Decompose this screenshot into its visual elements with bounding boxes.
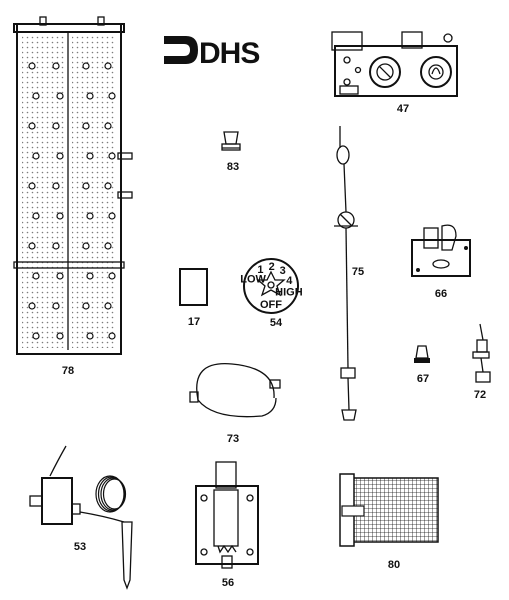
burner-hole — [56, 92, 64, 100]
burner-hole — [56, 212, 64, 220]
burner-holes — [28, 62, 116, 340]
part-73-wire — [189, 363, 281, 418]
coil-loop — [102, 478, 127, 510]
part-83-orifice — [221, 131, 241, 151]
burner-hole — [32, 332, 40, 340]
burner-hole — [52, 122, 60, 130]
part-72-igniter — [472, 323, 491, 383]
burner-hole — [104, 122, 112, 130]
knob-setting-label: 3 — [280, 265, 286, 277]
burner-hole — [28, 122, 36, 130]
burner-hole — [104, 62, 112, 70]
burner-hole — [108, 212, 116, 220]
part-label-75: 75 — [352, 266, 364, 278]
part-56-actuator — [195, 461, 259, 569]
burner-hole — [28, 182, 36, 190]
knob-setting-label: HIGH — [275, 287, 303, 299]
burner-hole — [56, 152, 64, 160]
burner-hole — [52, 182, 60, 190]
burner-hole — [82, 242, 90, 250]
burner-hole — [86, 272, 94, 280]
part-label-67: 67 — [417, 373, 429, 385]
burner-hole — [32, 272, 40, 280]
burner-hole — [56, 332, 64, 340]
burner-hole — [52, 62, 60, 70]
burner-hole — [82, 122, 90, 130]
burner-hole — [86, 92, 94, 100]
burner-hole — [28, 242, 36, 250]
part-75-thermocouple — [334, 126, 358, 421]
part-label-56: 56 — [222, 577, 234, 589]
part-label-80: 80 — [388, 559, 400, 571]
part-label-73: 73 — [227, 433, 239, 445]
part-80-mesh-screen — [339, 473, 439, 547]
burner-hole — [56, 272, 64, 280]
burner-hole — [28, 62, 36, 70]
part-label-83: 83 — [227, 161, 239, 173]
knob-setting-label: 4 — [286, 275, 293, 287]
part-53-thermostat — [29, 445, 133, 590]
part-label-54: 54 — [270, 317, 283, 329]
part-17-plate — [179, 268, 208, 306]
burner-hole — [104, 242, 112, 250]
burner-hole — [28, 302, 36, 310]
part-label-72: 72 — [474, 389, 486, 401]
burner-hole — [108, 272, 116, 280]
burner-hole — [82, 62, 90, 70]
burner-hole — [108, 92, 116, 100]
burner-hole — [32, 92, 40, 100]
part-label-78: 78 — [62, 365, 74, 377]
burner-hole — [82, 182, 90, 190]
knob-setting-label: 2 — [269, 261, 275, 273]
part-label-66: 66 — [435, 288, 447, 300]
burner-hole — [32, 212, 40, 220]
knob-setting-label: LOW — [240, 274, 266, 286]
capillary-coil — [95, 475, 127, 513]
part-label-47: 47 — [397, 103, 409, 115]
burner-hole — [86, 212, 94, 220]
burner-hole — [32, 152, 40, 160]
part-47-gas-valve — [331, 31, 458, 97]
burner-hole — [104, 182, 112, 190]
burner-hole — [104, 302, 112, 310]
part-label-17: 17 — [188, 316, 200, 328]
logo-wordmark: DHS — [199, 37, 259, 70]
burner-hole — [52, 242, 60, 250]
burner-hole — [86, 332, 94, 340]
burner-hole — [108, 152, 116, 160]
part-67-fitting — [414, 345, 430, 363]
burner-hole — [82, 302, 90, 310]
knob-setting-label: 1 — [257, 264, 263, 276]
part-66-pilot-assembly — [411, 224, 471, 277]
part-78-burner-panel — [13, 16, 133, 355]
knob-off-label: OFF — [260, 299, 282, 311]
part-label-53: 53 — [74, 541, 86, 553]
dhs-logo: DHS — [164, 36, 260, 70]
burner-hole — [108, 332, 116, 340]
burner-hole — [52, 302, 60, 310]
burner-hole — [86, 152, 94, 160]
